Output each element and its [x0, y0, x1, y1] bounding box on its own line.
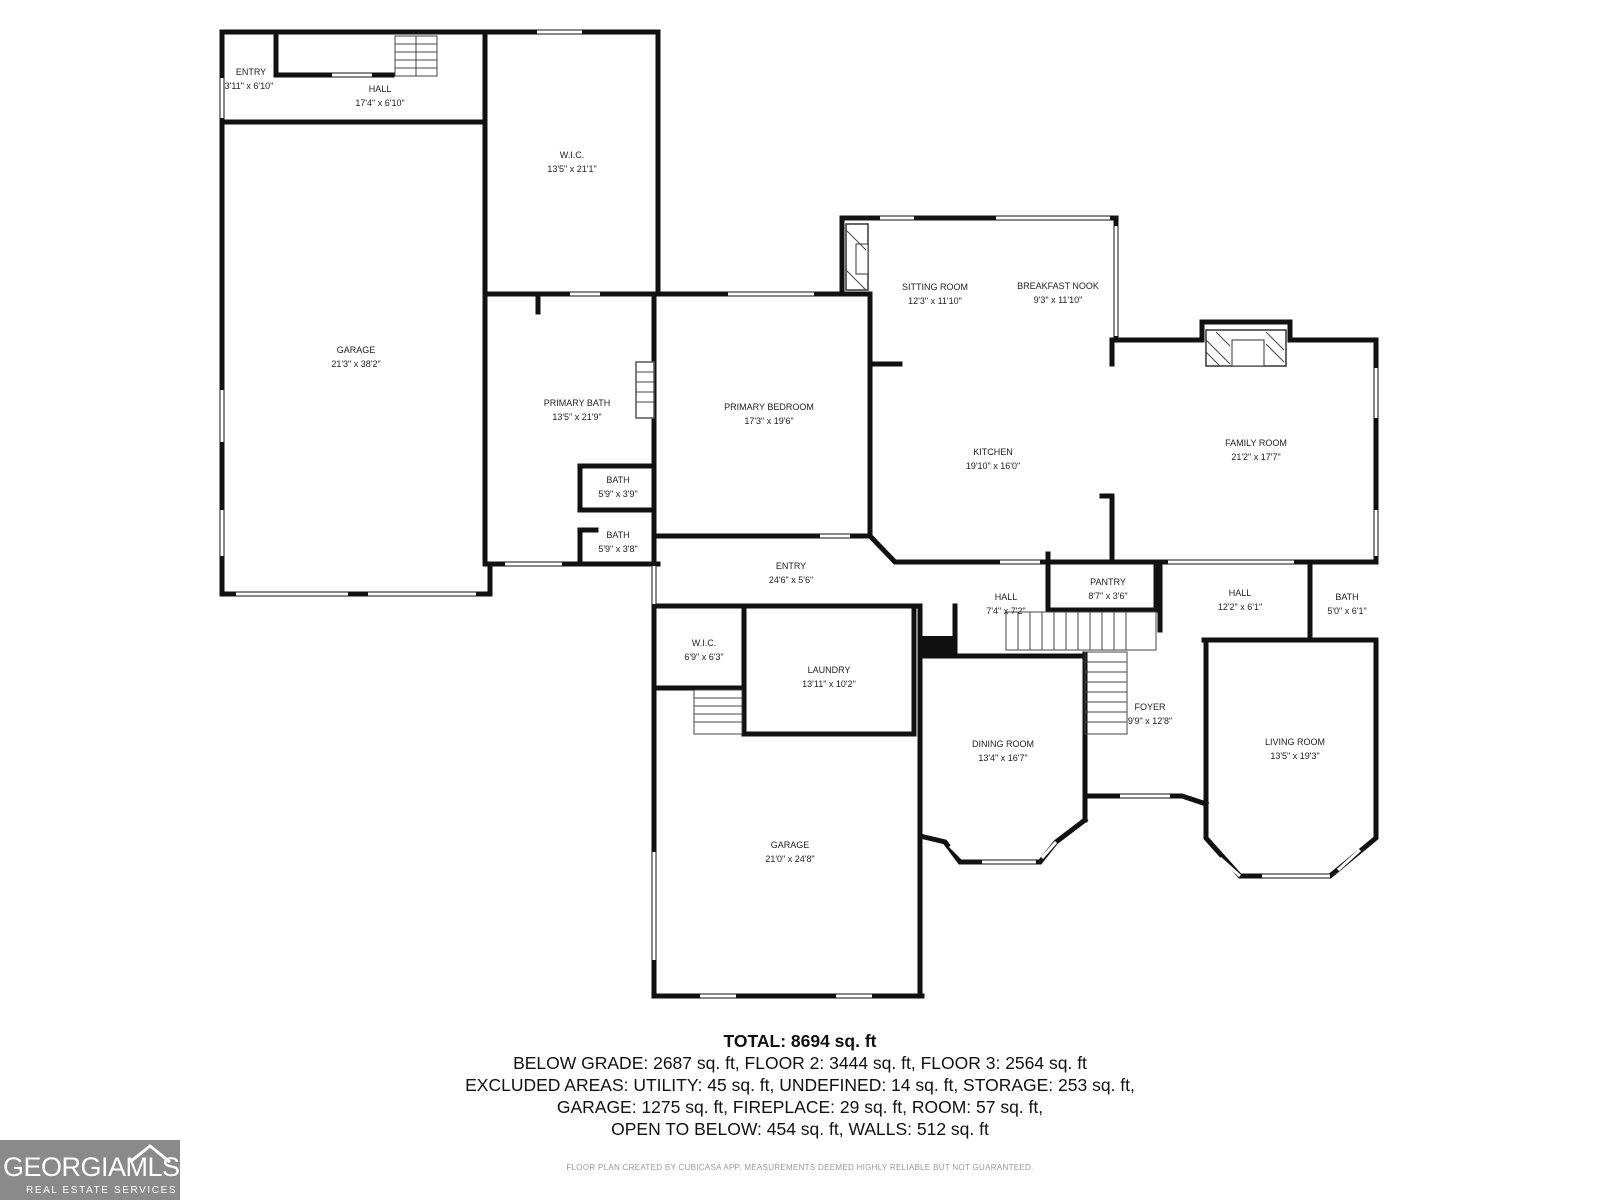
summary-line-4: OPEN TO BELOW: 454 sq. ft, WALLS: 512 sq… [611, 1119, 989, 1139]
stairs-main [693, 611, 1157, 735]
windows-upper-left [220, 30, 814, 596]
room-laundry-name: LAUNDRY [808, 665, 851, 675]
room-hall-mid-dims: 7'4" x 7'2" [986, 606, 1025, 616]
room-breakfast-nook-name: BREAKFAST NOOK [1017, 281, 1099, 291]
room-labels: ENTRY 3'11" x 6'10" HALL 17'4" x 6'10" W… [225, 67, 1367, 864]
disclaimer: FLOOR PLAN CREATED BY CUBICASA APP. MEAS… [566, 1163, 1034, 1172]
summary-line-3: GARAGE: 1275 sq. ft, FIREPLACE: 29 sq. f… [556, 1097, 1044, 1117]
room-primary-bedroom-dims: 17'3" x 19'6" [744, 416, 793, 426]
room-breakfast-nook-dims: 9'3" x 11'10" [1034, 295, 1083, 305]
room-bath-right-name: BATH [1335, 592, 1358, 602]
georgiamls-logo: GEORGIAMLS REAL ESTATE SERVICES [0, 1140, 180, 1200]
room-bath-a-dims: 5'9" x 3'9" [598, 489, 637, 499]
room-hall-mid-name: HALL [995, 592, 1018, 602]
room-bath-a-name: BATH [606, 475, 629, 485]
room-primary-bath-dims: 13'5" x 21'9" [552, 412, 601, 422]
fireplace-family [1205, 329, 1287, 367]
room-entry-upper-name: ENTRY [236, 67, 266, 77]
room-pantry-name: PANTRY [1090, 577, 1126, 587]
room-foyer-dims: 9'9" x 12'8" [1128, 716, 1172, 726]
stairs-upper [394, 35, 438, 77]
room-family-room-name: FAMILY ROOM [1225, 438, 1287, 448]
room-bath-right-dims: 5'0" x 6'1" [1327, 606, 1366, 616]
room-primary-bath-name: PRIMARY BATH [544, 398, 611, 408]
room-pantry-dims: 8'7" x 3'6" [1088, 591, 1127, 601]
room-hall-right-dims: 12'2" x 6'1" [1218, 602, 1262, 612]
room-dining-room-name: DINING ROOM [972, 739, 1034, 749]
room-dining-room-dims: 13'4" x 16'7" [978, 753, 1027, 763]
room-entry-main-name: ENTRY [776, 561, 806, 571]
summary-line-2: EXCLUDED AREAS: UTILITY: 45 sq. ft, UNDE… [465, 1075, 1135, 1095]
room-living-room-name: LIVING ROOM [1265, 737, 1325, 747]
room-sitting-room-name: SITTING ROOM [902, 282, 968, 292]
room-sitting-room-dims: 12'3" x 11'10" [908, 296, 962, 306]
room-wic-lower-name: W.I.C. [692, 638, 717, 648]
logo-subtitle: REAL ESTATE SERVICES [26, 1185, 178, 1196]
roof-icon [129, 1144, 171, 1164]
room-foyer-name: FOYER [1134, 702, 1166, 712]
room-hall-upper-dims: 17'4" x 6'10" [355, 98, 404, 108]
area-summary: TOTAL: 8694 sq. ft BELOW GRADE: 2687 sq.… [0, 1030, 1600, 1140]
room-laundry-dims: 13'11" x 10'2" [802, 679, 856, 689]
room-wic-upper-dims: 13'5" x 21'1" [547, 164, 596, 174]
room-living-room-dims: 13'5" x 19'3" [1270, 751, 1319, 761]
room-garage-lower-name: GARAGE [771, 840, 810, 850]
summary-total: TOTAL: 8694 sq. ft [723, 1031, 877, 1051]
room-hall-upper-name: HALL [369, 84, 392, 94]
room-entry-main-dims: 24'6" x 5'6" [769, 575, 813, 585]
fireplace-sitting [845, 223, 869, 291]
walls-upper-left [219, 29, 869, 597]
logo-brand: GEORGIAMLS [3, 1152, 180, 1182]
room-garage-upper-dims: 21'3" x 38'2" [331, 359, 380, 369]
room-kitchen-name: KITCHEN [973, 447, 1013, 457]
utility-block [920, 636, 956, 658]
room-wic-lower-dims: 6'9" x 6'3" [684, 652, 723, 662]
room-family-room-dims: 21'2" x 17'7" [1231, 452, 1280, 462]
windows-main [652, 216, 1378, 998]
room-bath-b-dims: 5'9" x 3'8" [598, 544, 637, 554]
room-kitchen-dims: 19'10" x 16'0" [966, 461, 1020, 471]
room-wic-upper-name: W.I.C. [560, 150, 585, 160]
summary-line-1: BELOW GRADE: 2687 sq. ft, FLOOR 2: 3444 … [513, 1053, 1087, 1073]
room-entry-upper-dims: 3'11" x 6'10" [225, 81, 274, 91]
fireplace-primary [635, 361, 655, 419]
room-hall-right-name: HALL [1229, 588, 1252, 598]
room-garage-upper-name: GARAGE [337, 345, 376, 355]
room-garage-lower-dims: 21'0" x 24'8" [765, 854, 814, 864]
room-bath-b-name: BATH [606, 530, 629, 540]
room-primary-bedroom-name: PRIMARY BEDROOM [724, 402, 814, 412]
